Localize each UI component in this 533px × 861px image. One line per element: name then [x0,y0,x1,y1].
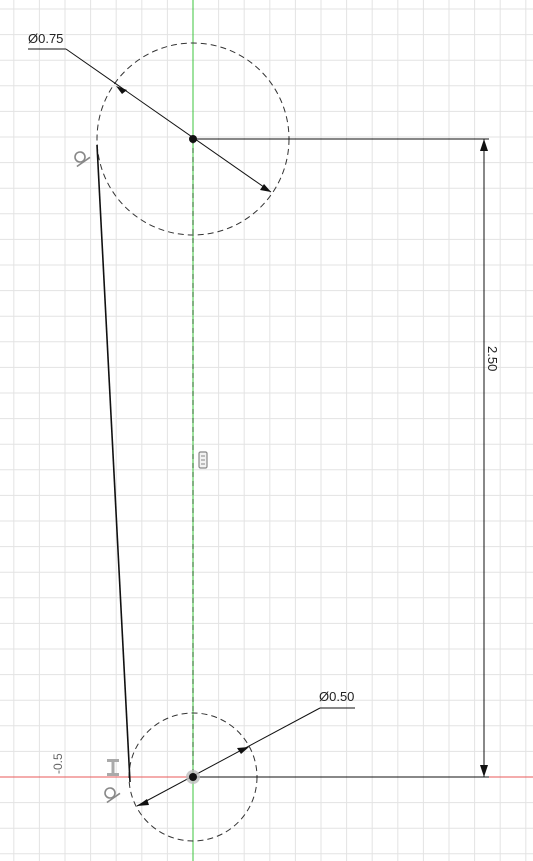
coincident-constraint-icon[interactable] [198,451,208,469]
origin-point[interactable] [189,773,197,781]
top-diameter-label: Ø0.75 [28,31,63,46]
tangent-line[interactable] [96,144,131,783]
bottom-diameter-label: Ø0.50 [319,689,354,704]
tangent-constraint-bottom-icon[interactable] [101,784,121,804]
tangent-constraint-icon[interactable] [71,148,91,168]
x-axis-tick-label: -0.5 [51,753,65,774]
distance-label: 2.50 [485,346,500,371]
fix-constraint-icon[interactable] [107,759,119,776]
top-diameter-dimension[interactable]: Ø0.75 [28,31,272,193]
distance-dimension[interactable]: 2.50 [193,138,500,778]
bottom-diameter-dimension[interactable]: Ø0.50 [136,689,355,807]
top-center-point[interactable] [189,135,197,143]
